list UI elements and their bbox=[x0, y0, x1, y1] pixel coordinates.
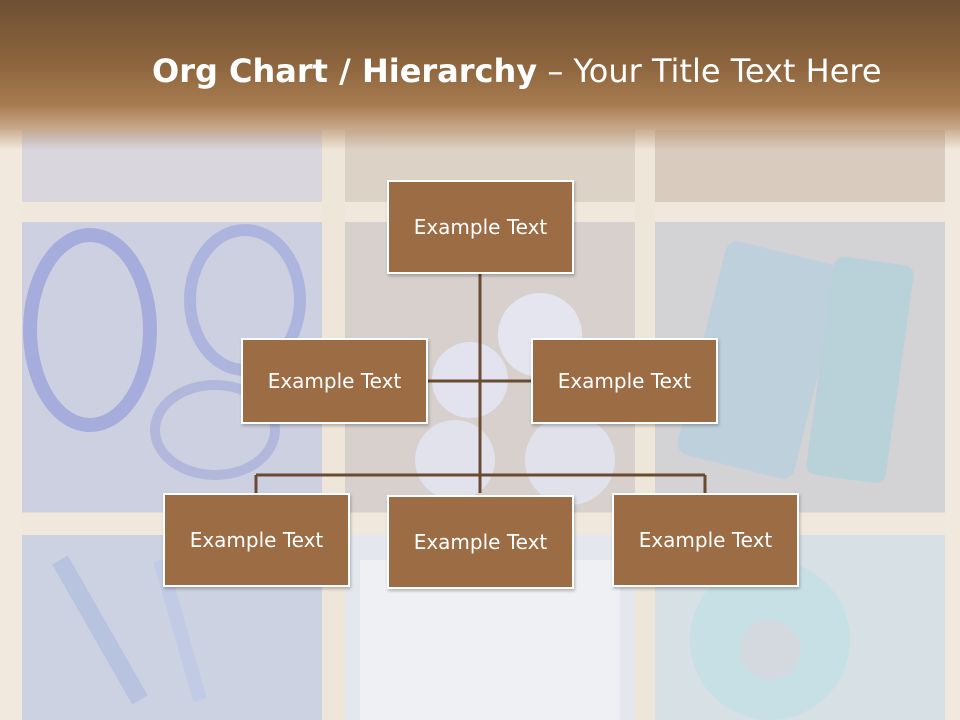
org-node-child-center[interactable]: Example Text bbox=[387, 495, 574, 589]
org-node-child-right[interactable]: Example Text bbox=[612, 493, 799, 587]
title-separator: – bbox=[537, 52, 574, 90]
org-node-assistant-right[interactable]: Example Text bbox=[531, 338, 718, 424]
org-node-assistant-left[interactable]: Example Text bbox=[241, 338, 428, 424]
title-bold: Org Chart / Hierarchy bbox=[152, 52, 538, 90]
title-bar bbox=[0, 0, 960, 150]
slide-title: Org Chart / Hierarchy – Your Title Text … bbox=[152, 52, 932, 90]
org-node-root[interactable]: Example Text bbox=[387, 180, 574, 274]
title-rest: Your Title Text Here bbox=[573, 52, 882, 90]
org-node-child-left[interactable]: Example Text bbox=[163, 493, 350, 587]
